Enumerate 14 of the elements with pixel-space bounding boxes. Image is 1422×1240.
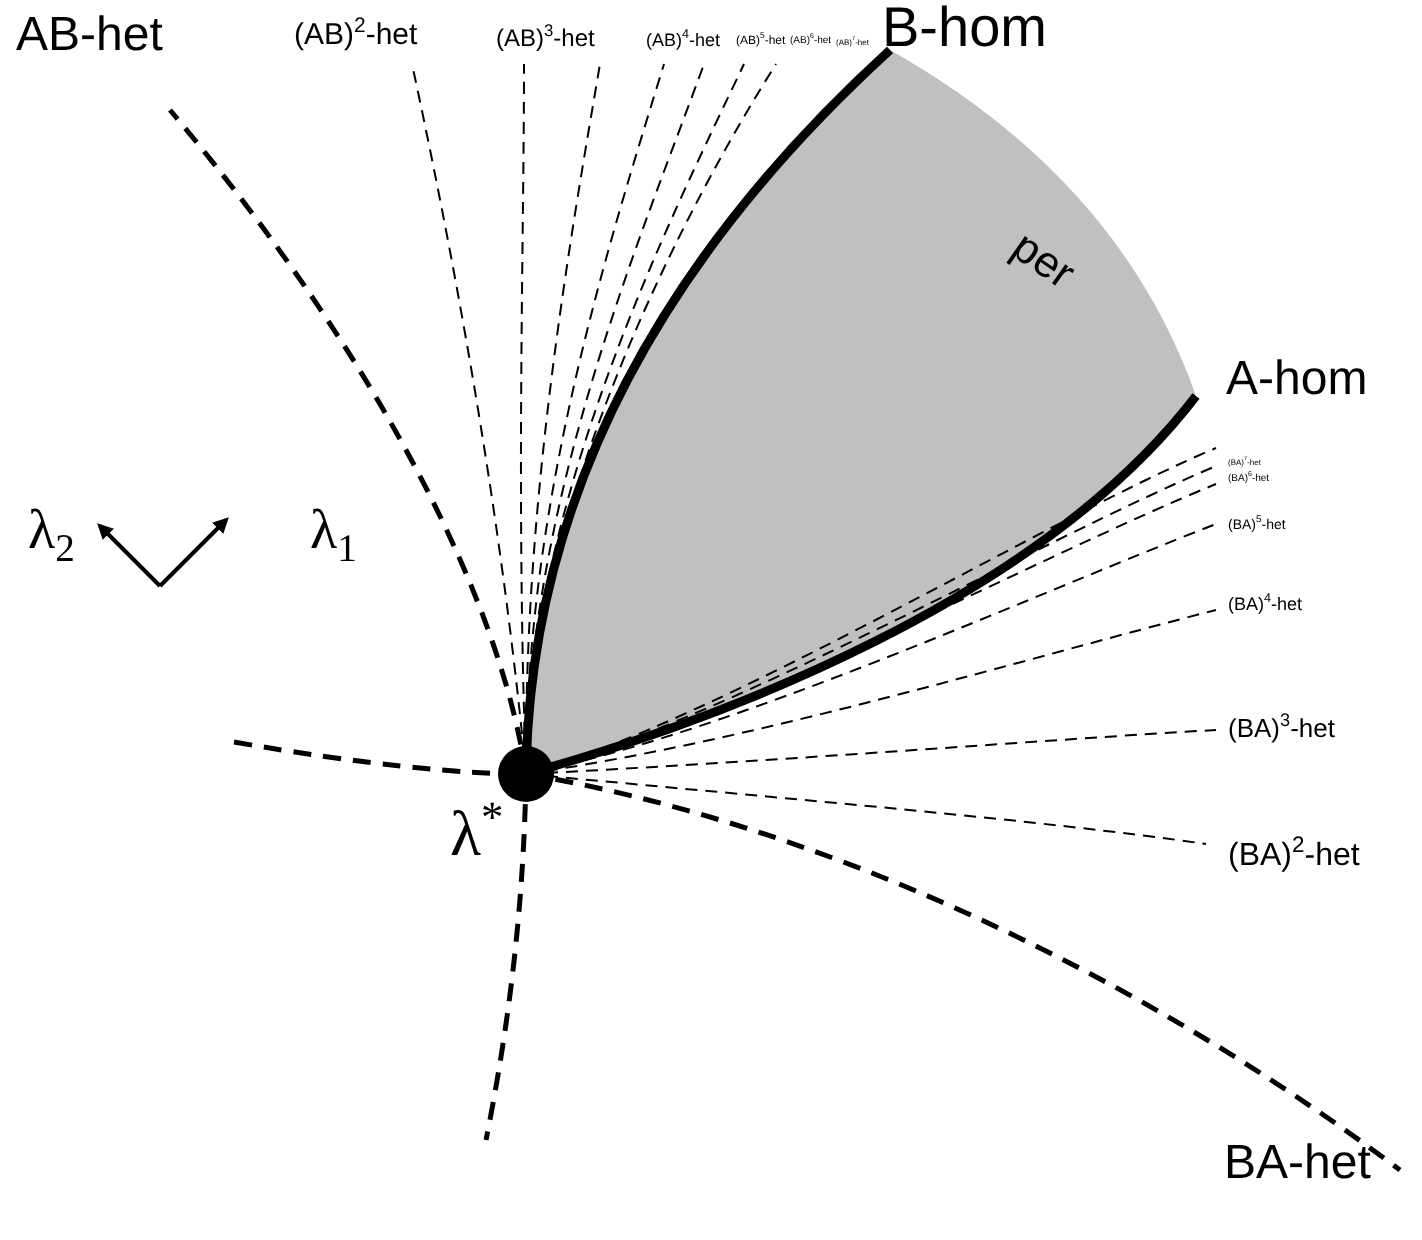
phase-label: AB-het: [16, 12, 163, 60]
math-label: λ$_{1}$: [310, 504, 357, 571]
phase-label: (AB)$^{3}$-het: [496, 22, 595, 50]
phase-label: BA-het: [1224, 1140, 1371, 1188]
phase-label: (AB)$^{4}$-het: [646, 30, 721, 50]
phase-label: (BA)$^{3}$-het: [1228, 712, 1335, 741]
phase-label: A-hom: [1226, 356, 1368, 404]
math-label: λ$^{*}$: [450, 796, 504, 866]
phase-label: B-hom: [882, 0, 1047, 56]
math-label: λ$_{2}$: [28, 504, 75, 571]
phase-label: (BA)$^{4}$-het: [1228, 594, 1303, 614]
phase-label: (BA)$^{2}$-het: [1228, 836, 1360, 873]
region-label: per: [1004, 224, 1083, 297]
phase-label: (AB)$^{2}$-het: [294, 16, 418, 50]
